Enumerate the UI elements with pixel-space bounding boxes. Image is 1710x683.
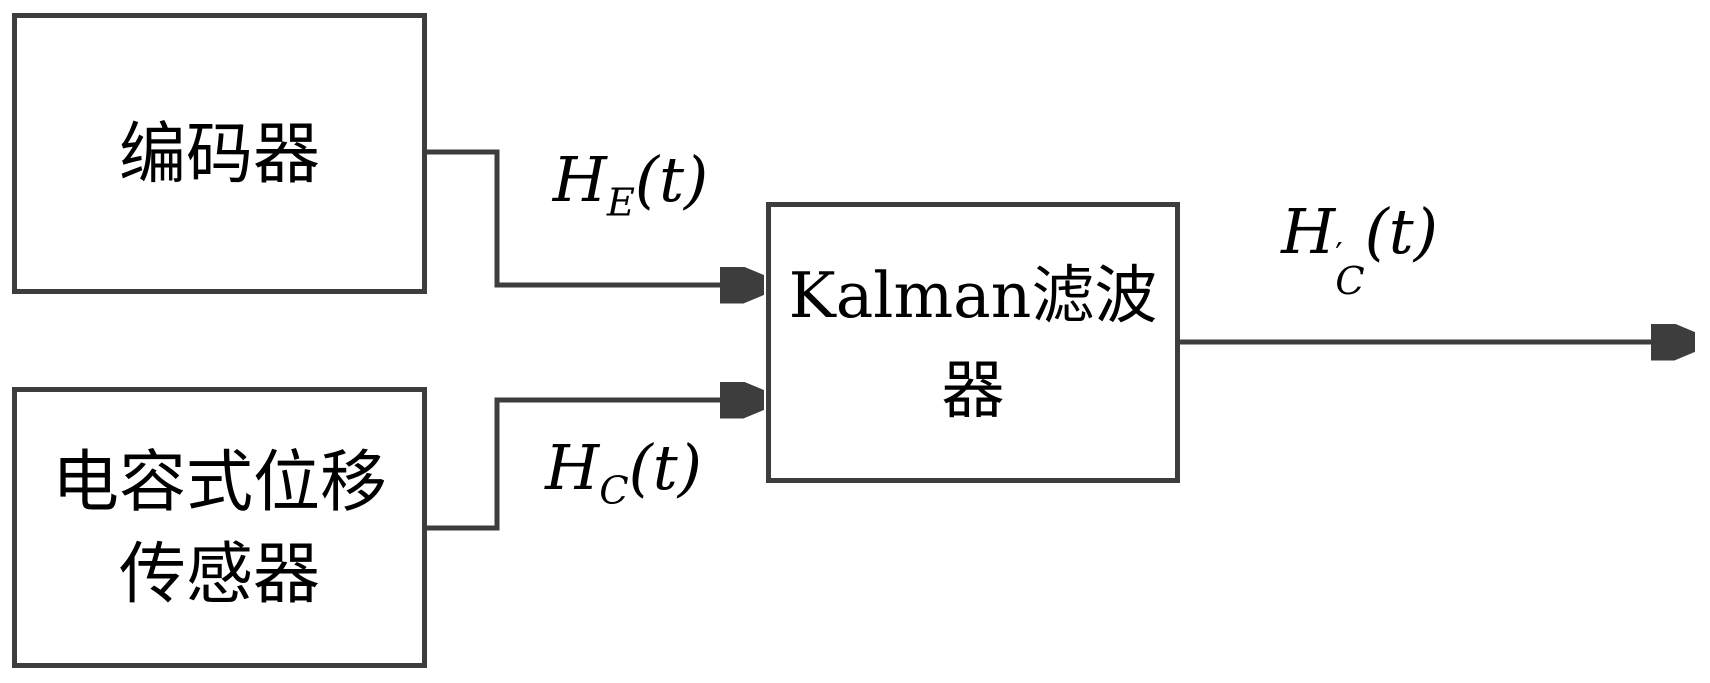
signal-subscript: E — [607, 181, 635, 226]
sensor-label-line1: 电容式位移 — [52, 436, 387, 528]
signal-subscript: C — [599, 469, 628, 514]
signal-argument: (t) — [635, 143, 708, 216]
capacitive-displacement-sensor-box: 电容式位移 传感器 — [12, 387, 427, 668]
sensor-label-line2: 传感器 — [119, 528, 320, 620]
signal-label-encoder-output: HE(t) — [543, 146, 718, 214]
signal-argument: (t) — [1365, 195, 1438, 268]
kalman-label-line2: 器 — [942, 343, 1005, 438]
encoder-box: 编码器 — [12, 13, 427, 294]
kalman-filter-box: Kalman滤波 器 — [766, 202, 1180, 483]
signal-subscript: C — [1335, 268, 1364, 296]
signal-base: H — [553, 143, 607, 216]
signal-label-filter-output: H′C(t) — [1262, 198, 1457, 295]
encoder-label: 编码器 — [119, 108, 320, 200]
signal-base: H — [545, 431, 599, 504]
prime-subscript-stack: ′C — [1335, 244, 1364, 295]
signal-argument: (t) — [629, 431, 702, 504]
signal-base: H — [1281, 195, 1335, 268]
signal-label-sensor-output: HC(t) — [536, 434, 711, 502]
kalman-label-line1: Kalman滤波 — [789, 248, 1158, 343]
